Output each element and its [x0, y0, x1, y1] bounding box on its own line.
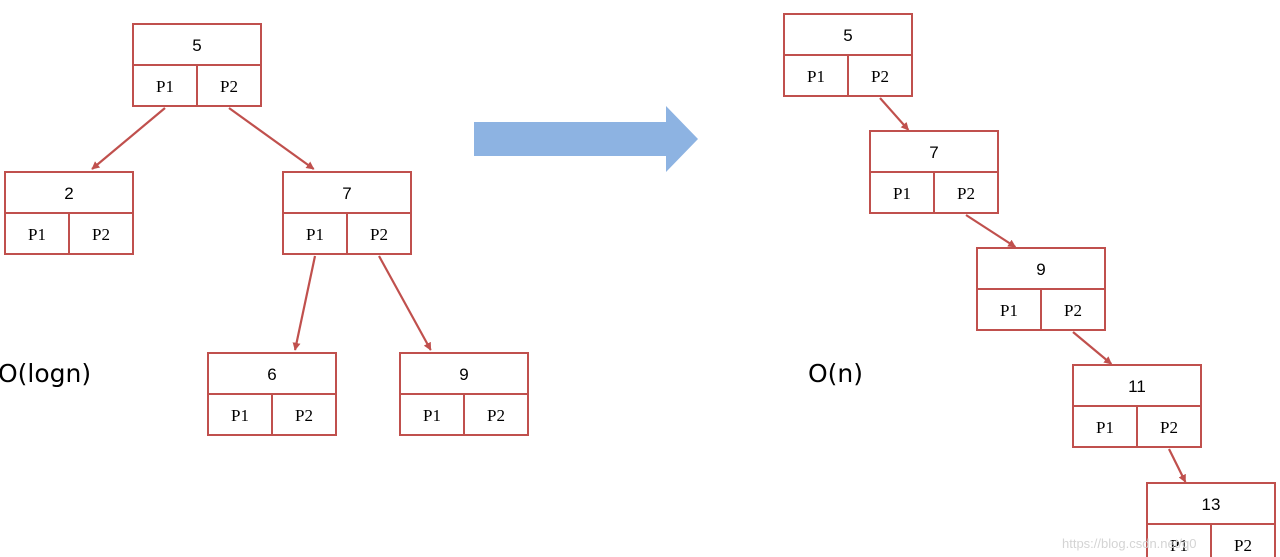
balanced-node-9: 9P1 P2: [399, 352, 529, 436]
degenerate-edge-d5-d7: [879, 97, 910, 131]
balanced-node-7: 7P1 P2: [282, 171, 412, 255]
pointer-p1: P1: [231, 406, 249, 425]
balanced-edge-b7-b6: [292, 255, 317, 351]
pointer-p2: P2: [1064, 301, 1082, 320]
pointer-p2: P2: [871, 67, 889, 86]
pointer-p1: P1: [156, 77, 174, 96]
pointer-p2: P2: [1234, 536, 1252, 555]
pointer-p1: P1: [306, 225, 324, 244]
node-key: 7: [342, 184, 351, 203]
node-key: 5: [843, 26, 852, 45]
node-key: 11: [1128, 377, 1146, 396]
balanced-edge-b5-b7: [228, 107, 315, 170]
watermark-text: https://blog.csdn.net/q0: [1062, 536, 1196, 551]
pointer-p2: P2: [1160, 418, 1178, 437]
pointer-p1: P1: [423, 406, 441, 425]
node-key: 9: [459, 365, 468, 384]
degenerate-edge-d11-d13: [1168, 448, 1187, 483]
pointer-p1: P1: [1096, 418, 1114, 437]
degenerate-edge-d7-d9: [965, 214, 1017, 248]
pointer-p1: P1: [1170, 536, 1188, 555]
pointer-p1: P1: [1000, 301, 1018, 320]
node-key: 13: [1202, 495, 1221, 514]
pointer-p2: P2: [487, 406, 505, 425]
degenerate-complexity-label: O(n): [808, 359, 863, 388]
degenerate-node-7: 7P1 P2: [869, 130, 999, 214]
balanced-node-2: 2P1 P2: [4, 171, 134, 255]
pointer-p2: P2: [220, 77, 238, 96]
node-key: 2: [64, 184, 73, 203]
node-key: 6: [267, 365, 276, 384]
pointer-p1: P1: [893, 184, 911, 203]
pointer-p1: P1: [28, 225, 46, 244]
degenerate-node-9: 9P1 P2: [976, 247, 1106, 331]
pointer-p2: P2: [295, 406, 313, 425]
degenerate-edge-d9-d11: [1072, 331, 1113, 365]
balanced-node-5: 5P1 P2: [132, 23, 262, 107]
node-key: 7: [929, 143, 938, 162]
balanced-complexity-label: O(logn): [0, 359, 91, 388]
right-block-arrow-icon: [474, 106, 698, 172]
degenerate-node-5: 5P1 P2: [783, 13, 913, 97]
pointer-p2: P2: [370, 225, 388, 244]
edges-layer: [91, 97, 1187, 483]
balanced-edge-b5-b2: [91, 107, 166, 170]
node-key: 9: [1036, 260, 1045, 279]
pointer-p1: P1: [807, 67, 825, 86]
pointer-p2: P2: [92, 225, 110, 244]
balanced-node-6: 6P1 P2: [207, 352, 337, 436]
balanced-edge-b7-b9: [378, 255, 432, 351]
node-key: 5: [192, 36, 201, 55]
pointer-p2: P2: [957, 184, 975, 203]
